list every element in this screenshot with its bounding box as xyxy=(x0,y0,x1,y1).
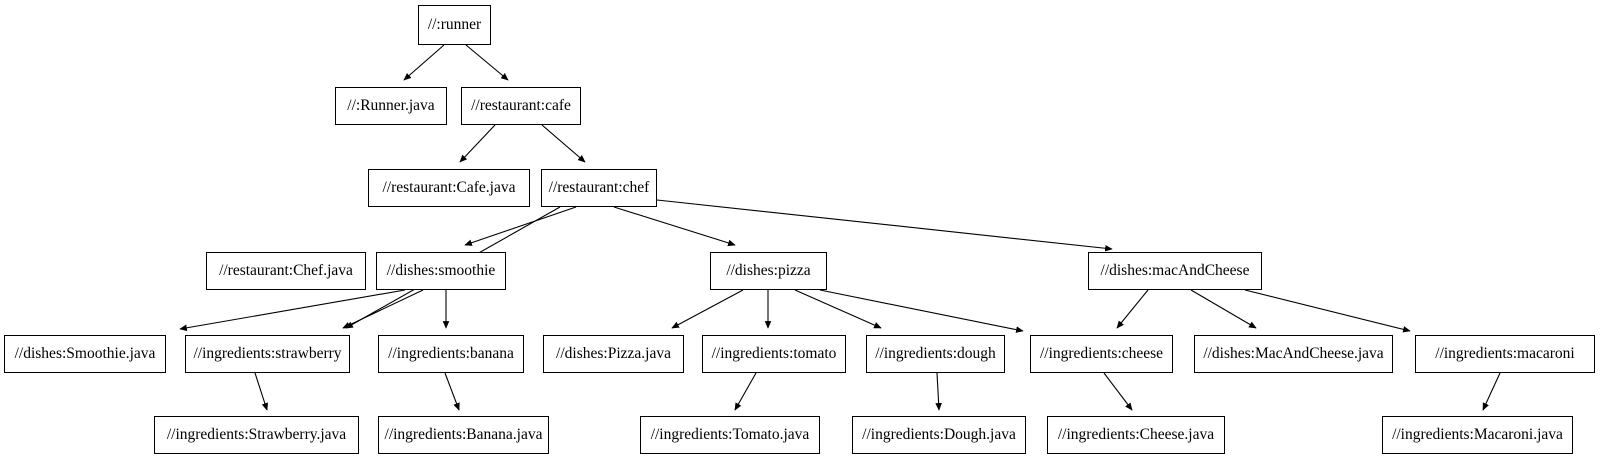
node-label: //ingredients:cheese xyxy=(1039,345,1164,363)
graph-node-cafe_java[interactable]: //restaurant:Cafe.java xyxy=(368,169,530,207)
node-label: //ingredients:Banana.java xyxy=(384,426,543,444)
node-label: //ingredients:dough xyxy=(875,345,996,363)
node-label: //ingredients:Strawberry.java xyxy=(166,426,347,444)
graph-node-ing_dough[interactable]: //ingredients:dough xyxy=(866,335,1005,373)
graph-node-ing_strawberry[interactable]: //ingredients:strawberry xyxy=(185,335,350,373)
node-label: //ingredients:banana xyxy=(388,345,514,363)
node-label: //:Runner.java xyxy=(347,97,435,115)
node-label: //restaurant:Chef.java xyxy=(219,262,353,280)
graph-node-dishes_mac[interactable]: //dishes:macAndCheese xyxy=(1088,252,1262,290)
graph-node-ing_cheese[interactable]: //ingredients:cheese xyxy=(1030,335,1173,373)
node-label: //ingredients:strawberry xyxy=(193,345,342,363)
graph-node-restaurant_chef[interactable]: //restaurant:chef xyxy=(541,169,657,207)
graph-node-ing_banana[interactable]: //ingredients:banana xyxy=(378,335,524,373)
graph-node-runner[interactable]: //:runner xyxy=(418,5,491,45)
node-label: //dishes:Pizza.java xyxy=(556,345,671,363)
node-label: //:runner xyxy=(427,16,482,34)
graph-node-mac_java[interactable]: //dishes:MacAndCheese.java xyxy=(1194,335,1393,373)
node-label: //dishes:MacAndCheese.java xyxy=(1203,345,1384,363)
graph-node-macaroni_java[interactable]: //ingredients:Macaroni.java xyxy=(1382,416,1573,454)
graph-node-smoothie_java[interactable]: //dishes:Smoothie.java xyxy=(4,335,166,373)
node-label: //ingredients:Tomato.java xyxy=(650,426,810,444)
node-label: //ingredients:macaroni xyxy=(1435,345,1575,363)
graph-node-pizza_java[interactable]: //dishes:Pizza.java xyxy=(543,335,684,373)
graph-node-tomato_java[interactable]: //ingredients:Tomato.java xyxy=(640,416,820,454)
graph-node-strawberry_java[interactable]: //ingredients:Strawberry.java xyxy=(154,416,359,454)
node-label: //dishes:pizza xyxy=(726,262,811,280)
node-label: //restaurant:Cafe.java xyxy=(382,179,516,197)
graph-node-restaurant_cafe[interactable]: //restaurant:cafe xyxy=(461,87,581,125)
node-label: //ingredients:Macaroni.java xyxy=(1392,426,1563,444)
graph-node-dough_java[interactable]: //ingredients:Dough.java xyxy=(852,416,1026,454)
graph-node-dishes_pizza[interactable]: //dishes:pizza xyxy=(710,252,827,290)
graph-node-dishes_smoothie[interactable]: //dishes:smoothie xyxy=(376,252,506,290)
node-label: //dishes:Smoothie.java xyxy=(14,345,156,363)
graph-node-cheese_java[interactable]: //ingredients:Cheese.java xyxy=(1047,416,1225,454)
node-label: //restaurant:cafe xyxy=(471,97,571,115)
graph-node-runner_java[interactable]: //:Runner.java xyxy=(335,87,447,125)
node-label: //ingredients:Cheese.java xyxy=(1057,426,1215,444)
graph-node-banana_java[interactable]: //ingredients:Banana.java xyxy=(378,416,549,454)
node-label: //dishes:smoothie xyxy=(386,262,496,280)
node-label: //restaurant:chef xyxy=(548,179,650,197)
graph-node-ing_tomato[interactable]: //ingredients:tomato xyxy=(702,335,846,373)
node-label: //ingredients:tomato xyxy=(711,345,837,363)
node-label: //dishes:macAndCheese xyxy=(1100,262,1250,280)
node-label: //ingredients:Dough.java xyxy=(862,426,1016,444)
graph-node-ing_macaroni[interactable]: //ingredients:macaroni xyxy=(1415,335,1595,373)
graph-node-chef_java[interactable]: //restaurant:Chef.java xyxy=(206,252,366,290)
